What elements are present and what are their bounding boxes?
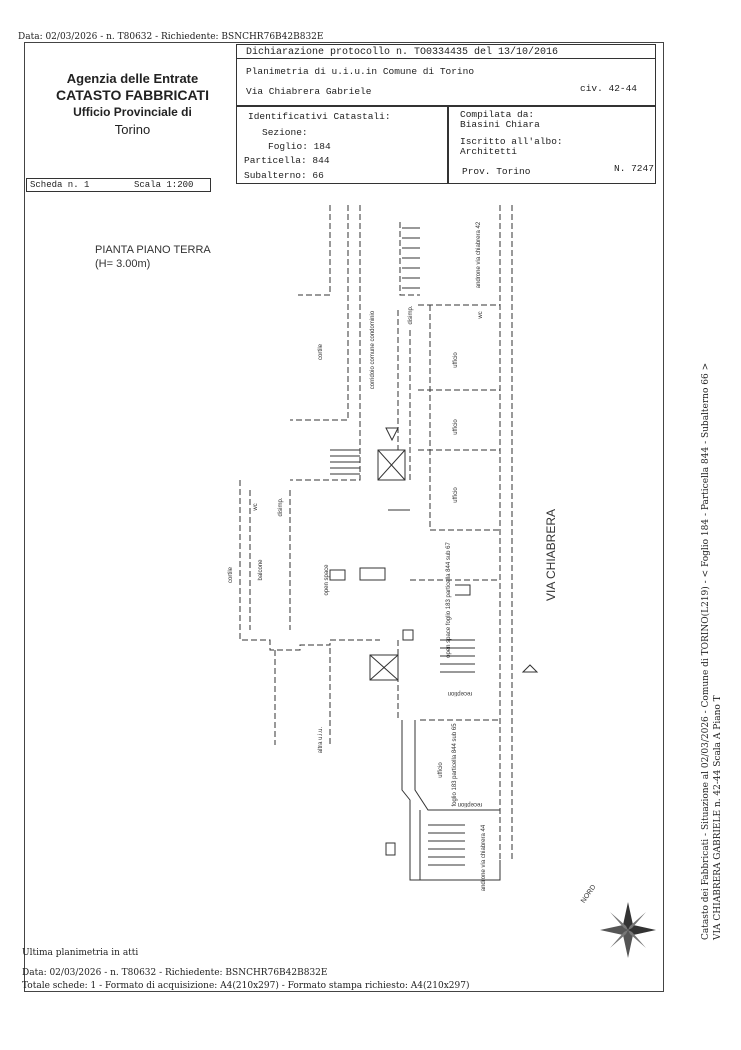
- label-ufficio-2: ufficio: [453, 419, 459, 435]
- iscritto-label: Iscritto all'albo:: [460, 136, 563, 147]
- label-cortile-left: cortile: [228, 566, 234, 583]
- label-reception-2: reception: [458, 801, 483, 807]
- particella-text: Particella: 844: [244, 155, 330, 166]
- plan-walls: [239, 205, 513, 860]
- scheda-box: [26, 178, 211, 192]
- protocol-divider: [236, 58, 656, 59]
- numero-text: N. 7247: [614, 163, 654, 174]
- ident-title: Identificativi Catastali:: [248, 111, 391, 122]
- label-androne-42: androne via chiabrera 42: [476, 221, 482, 288]
- footer-totale: Totale schede: 1 - Formato di acquisizio…: [22, 981, 470, 991]
- foglio-text: Foglio: 184: [268, 141, 331, 152]
- label-open-space-2: open space foglio 183 particella 844 sub…: [446, 541, 452, 657]
- subalterno-text: Subalterno: 66: [244, 170, 324, 181]
- label-ufficio-4: ufficio: [438, 762, 444, 778]
- compilata-label: Compilata da:: [460, 109, 535, 120]
- street-label: VIA CHIABRERA: [544, 509, 558, 601]
- side-line-2: VIA CHIABRERA GABRIELE n. 42-44 Scala A …: [713, 695, 723, 940]
- protocol-text: Dichiarazione protocollo n. TO0334435 de…: [246, 47, 559, 58]
- compilata-box: [448, 106, 656, 184]
- sezione-text: Sezione:: [262, 127, 308, 138]
- prov-text: Prov. Torino: [462, 166, 531, 177]
- planimetry-text: Planimetria di u.i.u.in Comune di Torino: [246, 66, 475, 77]
- label-corridoio: corridoio comune condominio: [370, 310, 376, 389]
- label-wc-top: wc: [478, 311, 484, 319]
- compass-rose-icon: [600, 902, 656, 958]
- plan-fixtures: [329, 427, 539, 673]
- plan-stairs: [330, 227, 475, 866]
- label-foglio-b: foglio 183 particella 844 sub 65: [452, 723, 458, 807]
- plan-solid-walls: [369, 449, 501, 881]
- label-balcone: balcone: [258, 559, 264, 581]
- label-ufficio-3: ufficio: [453, 487, 459, 503]
- footer-ultima: Ultima planimetria in atti: [22, 948, 139, 958]
- label-disimp-left: disimp.: [278, 497, 284, 516]
- label-disimp-top: disimp.: [408, 305, 414, 324]
- footer-data: Data: 02/03/2026 - n. T80632 - Richieden…: [22, 968, 328, 978]
- plan-title: PIANTA PIANO TERRA: [95, 244, 211, 256]
- ident-box: [236, 106, 448, 184]
- agency-catasto: CATASTO FABBRICATI: [56, 87, 209, 103]
- side-line-1: Catasto dei Fabbricati - Situazione al 0…: [701, 362, 711, 940]
- label-wc-left: wc: [253, 503, 259, 511]
- label-altra-uiu: altra u.i.u.: [318, 727, 324, 754]
- agency-ufficio: Ufficio Provinciale di: [73, 105, 192, 119]
- compilatore-name: Biasini Chiara: [460, 119, 540, 130]
- plan-height: (H= 3.00m): [95, 258, 150, 270]
- agency-name: Agenzia delle Entrate: [66, 71, 199, 86]
- label-open-space: open space: [324, 564, 330, 596]
- label-androne-44: androne via chiabrera 44: [481, 824, 487, 891]
- scheda-text: Scheda n. 1: [30, 180, 90, 190]
- label-reception-1: reception: [448, 690, 473, 696]
- protocol-box: [236, 44, 656, 106]
- label-cortile-top: cortile: [318, 343, 324, 360]
- label-ufficio-1: ufficio: [453, 352, 459, 368]
- albo-text: Architetti: [460, 146, 518, 157]
- document-frame: [24, 42, 664, 992]
- address-text: Via Chiabrera Gabriele: [246, 86, 372, 97]
- agency-city: Torino: [114, 122, 151, 137]
- agency-block: Agenzia delle Entrate CATASTO FABBRICATI…: [30, 70, 235, 138]
- scala-text: Scala 1:200: [134, 180, 194, 190]
- label-nord: NORD: [580, 884, 598, 905]
- side-caption: Catasto dei Fabbricati - Situazione al 0…: [700, 363, 724, 940]
- top-header-line: Data: 02/03/2026 - n. T80632 - Richieden…: [18, 32, 324, 42]
- civ-text: civ. 42-44: [580, 83, 638, 94]
